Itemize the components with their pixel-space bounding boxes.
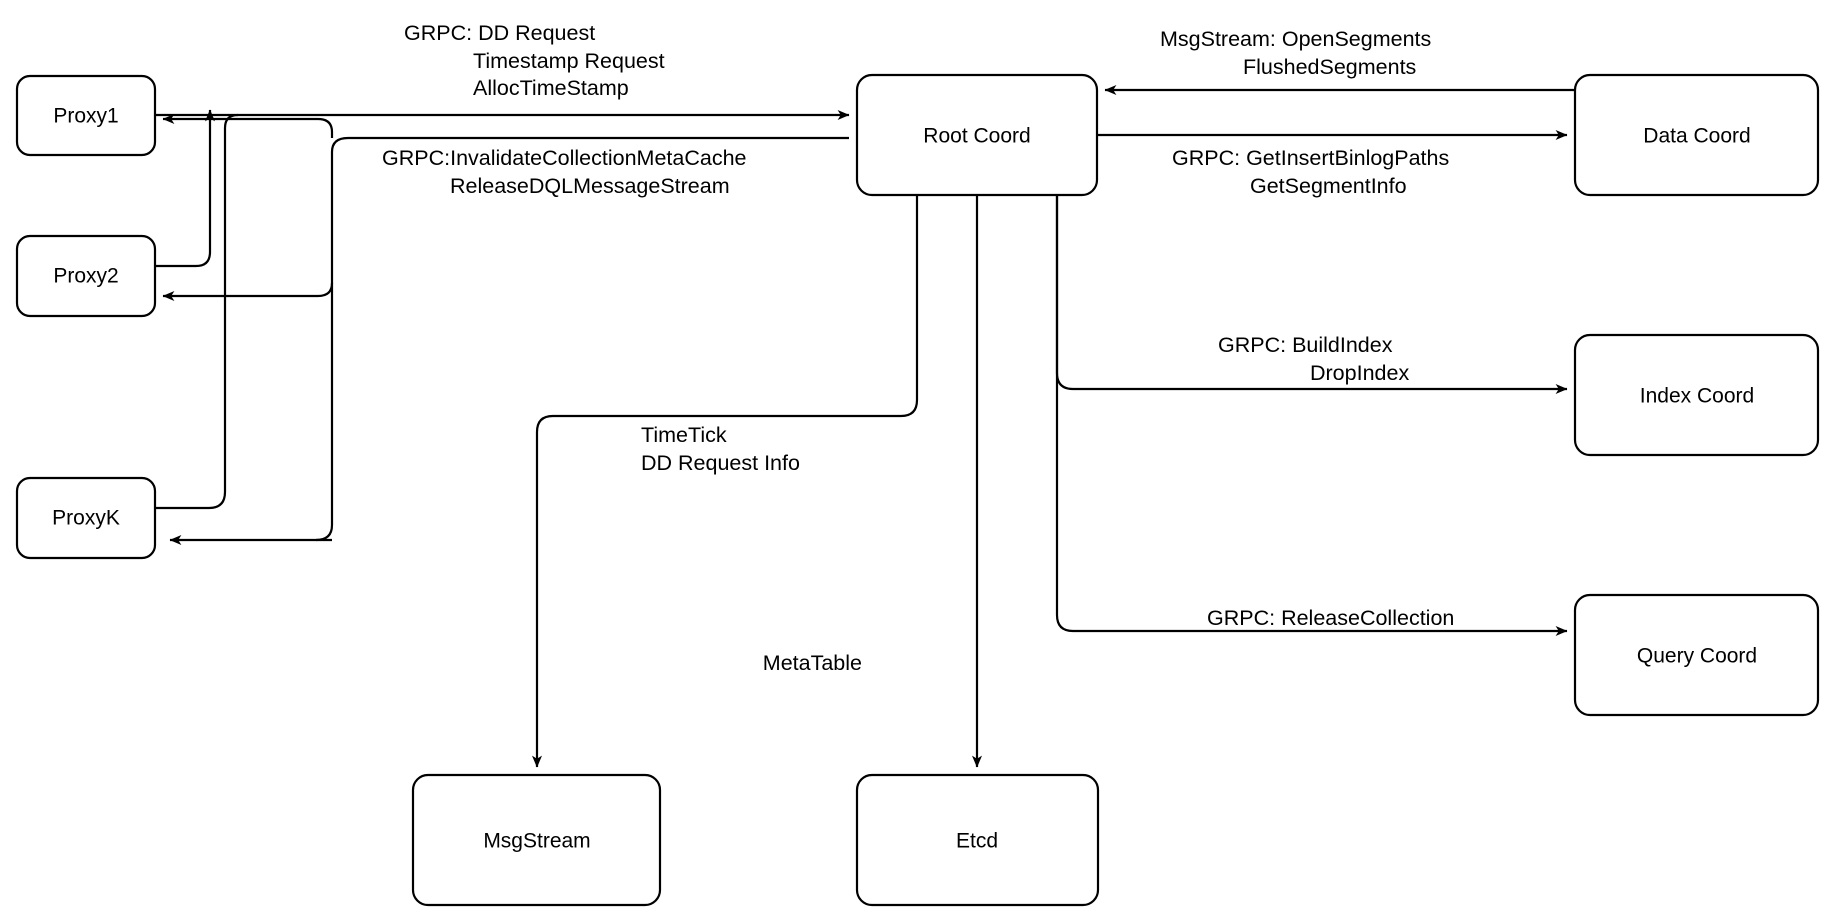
edge-label-line: DD Request Info [641,451,800,475]
node-proxyk[interactable]: ProxyK [15,476,157,560]
edge-label-line: GetSegmentInfo [1250,174,1407,198]
node-proxy1-box[interactable] [15,74,157,157]
node-rootcoord[interactable]: Root Coord [855,73,1099,197]
edge-bus-to-proxy2 [162,282,334,301]
edge-label-line: GRPC: ReleaseCollection [1207,606,1454,630]
edge-label-proxy-to-rootcoord: GRPC: DD Request Timestamp Request Alloc… [404,21,665,100]
edge-label-rootcoord-to-indexcoord: GRPC: BuildIndex DropIndex [1218,333,1409,385]
edge-label-line: TimeTick [641,423,727,447]
edge-bus-to-proxy1 [162,114,334,138]
edge-rootcoord-to-msgstream-line [532,195,919,768]
nodes-layer: Proxy1 Proxy2 ProxyK Root Coord Data Coo… [15,73,1820,907]
edge-label-line: ReleaseDQLMessageStream [450,174,730,198]
edge-proxyk-riser-line [155,113,239,510]
node-rootcoord-box[interactable] [855,73,1099,197]
edge-label-line: Timestamp Request [473,49,665,73]
edge-label-line: GRPC: GetInsertBinlogPaths [1172,146,1449,170]
edge-label-rootcoord-to-proxies: GRPC:InvalidateCollectionMetaCache Relea… [382,146,746,198]
edge-label-rootcoord-to-datacoord: GRPC: GetInsertBinlogPaths GetSegmentInf… [1172,146,1449,198]
edge-label-datacoord-to-rootcoord: MsgStream: OpenSegments FlushedSegments [1160,27,1431,79]
node-querycoord-label: Query Coord [1637,645,1757,668]
node-msgstream-label: MsgStream [483,830,590,853]
node-msgstream[interactable]: MsgStream [411,773,662,907]
edge-label-line: AllocTimeStamp [473,76,629,100]
edge-proxy2-riser-line [155,109,215,268]
node-etcd[interactable]: Etcd [855,773,1100,907]
node-datacoord-label: Data Coord [1643,125,1750,148]
edge-label-line: MsgStream: OpenSegments [1160,27,1431,51]
node-etcd-label: Etcd [956,830,998,853]
edge-label-line: GRPC: DD Request [404,21,595,45]
node-proxy2[interactable]: Proxy2 [15,234,157,318]
node-datacoord-box[interactable] [1573,73,1820,197]
node-etcd-box[interactable] [855,773,1100,907]
edge-rootcoord-to-proxies-bus [315,136,849,542]
edge-label-rootcoord-to-querycoord: GRPC: ReleaseCollection [1207,606,1454,630]
node-datacoord[interactable]: Data Coord [1573,73,1820,197]
node-indexcoord-label: Index Coord [1640,385,1754,408]
node-proxy1[interactable]: Proxy1 [15,74,157,157]
edge-rootcoord-to-indexcoord-line [1055,195,1568,394]
node-proxyk-label: ProxyK [52,507,120,530]
edges-layer [155,85,1575,768]
edge-label-rootcoord-to-etcd: MetaTable [763,651,862,675]
node-querycoord[interactable]: Query Coord [1573,593,1820,717]
edge-label-line: DropIndex [1310,361,1409,385]
edge-label-line: MetaTable [763,651,862,675]
node-rootcoord-label: Root Coord [923,125,1030,148]
node-msgstream-box[interactable] [411,773,662,907]
node-proxy2-box[interactable] [15,234,157,318]
node-indexcoord-box[interactable] [1573,333,1820,457]
edge-label-rootcoord-to-msgstream: TimeTick DD Request Info [641,423,800,475]
node-indexcoord[interactable]: Index Coord [1573,333,1820,457]
edge-rootcoord-to-querycoord-line [1055,195,1568,636]
edge-label-line: FlushedSegments [1243,55,1416,79]
node-querycoord-box[interactable] [1573,593,1820,717]
edge-label-line: GRPC: BuildIndex [1218,333,1393,357]
node-proxy2-label: Proxy2 [53,265,118,288]
node-proxy1-label: Proxy1 [53,105,118,128]
edge-label-line: GRPC:InvalidateCollectionMetaCache [382,146,746,170]
edge-labels-layer: GRPC: DD Request Timestamp Request Alloc… [382,21,1454,675]
node-proxyk-box[interactable] [15,476,157,560]
